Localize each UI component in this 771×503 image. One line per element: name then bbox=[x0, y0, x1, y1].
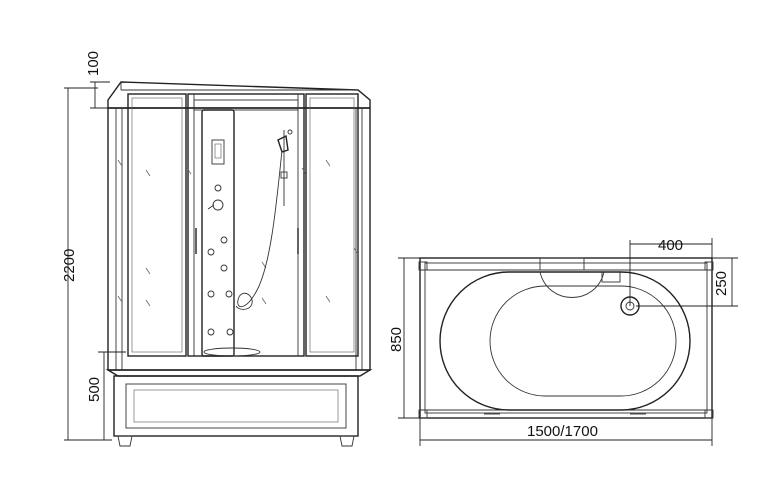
bathtub-bowl bbox=[439, 271, 691, 411]
control-panel-display bbox=[211, 139, 225, 165]
center-door-section bbox=[186, 93, 307, 357]
dim-label-total-height: 2200 bbox=[61, 249, 78, 282]
left-glass-panel bbox=[117, 93, 187, 357]
seat-bracket bbox=[539, 257, 585, 271]
shower-tray-base bbox=[105, 369, 373, 447]
cabin-outline bbox=[418, 257, 714, 419]
plan-dimensions bbox=[398, 238, 738, 446]
dim-label-cap-height: 100 bbox=[85, 51, 102, 76]
dim-label-depth: 850 bbox=[388, 327, 405, 352]
dim-label-width: 1500/1700 bbox=[527, 423, 598, 440]
dim-label-drain-offset-x: 400 bbox=[658, 237, 683, 254]
front-view bbox=[64, 81, 373, 447]
cabin-frame bbox=[107, 107, 371, 371]
mixer-valve bbox=[212, 199, 224, 211]
control-knob bbox=[214, 184, 222, 192]
right-glass-panel bbox=[305, 93, 359, 357]
roof-cap bbox=[107, 81, 371, 109]
front-dimensions bbox=[64, 81, 126, 441]
plan-view bbox=[398, 238, 738, 446]
dim-label-drain-offset-y: 250 bbox=[713, 271, 730, 296]
hand-shower bbox=[235, 129, 293, 310]
shower-column bbox=[201, 109, 261, 357]
dim-label-base-height: 500 bbox=[86, 377, 103, 402]
